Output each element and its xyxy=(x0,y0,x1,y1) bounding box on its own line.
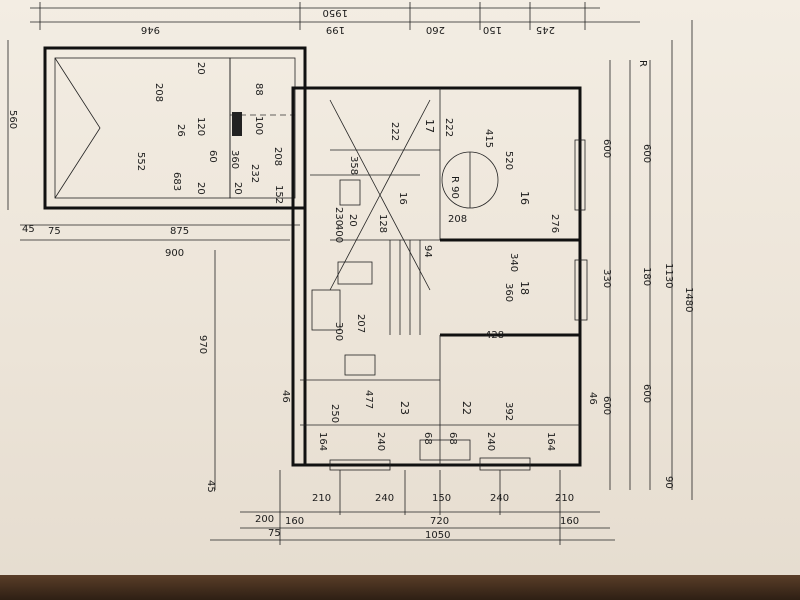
left-dimensions: 560 45 75 875 900 970 45 xyxy=(7,110,216,493)
room-dim-9: 428 xyxy=(485,330,504,341)
dim-right-1: 600 xyxy=(641,144,652,163)
dim-right-8: 90 xyxy=(663,476,674,489)
dim-top-1: 199 xyxy=(326,24,345,35)
garage-label-0: 208 xyxy=(153,83,164,102)
dim-right-0: 600 xyxy=(601,139,612,158)
right-dimensions: 600 600 330 180 1130 1480 600 600 90 R xyxy=(601,60,694,489)
room-dim-26: 94 xyxy=(422,245,433,258)
room-dim-20: 46 xyxy=(587,392,598,405)
room-dim-1: 520 xyxy=(503,151,514,170)
room-dim-28: 16 xyxy=(397,192,408,205)
garage-label-7: 683 xyxy=(171,172,182,191)
dim-bottom-10: 1050 xyxy=(425,530,450,541)
garage-label-14: 152 xyxy=(273,185,284,204)
dimension-lines xyxy=(7,2,693,545)
room-dim-6: 208 xyxy=(448,214,467,225)
dim-left-5: 970 xyxy=(197,335,208,354)
dim-bottom-3: 240 xyxy=(490,493,509,504)
room-dim-24: 207 xyxy=(355,314,366,333)
room-dim-21: 230 xyxy=(333,207,344,226)
dim-right-7: 600 xyxy=(641,384,652,403)
dim-left-2: 75 xyxy=(48,226,61,237)
bottom-dimensions: 210 240 150 240 210 160 720 160 200 75 1… xyxy=(255,493,579,541)
dim-bottom-6: 720 xyxy=(430,516,449,527)
dim-top-3: 150 xyxy=(483,24,502,35)
dim-left-4: 900 xyxy=(165,248,184,259)
dim-bottom-2: 150 xyxy=(432,493,451,504)
room-dim-19: 46 xyxy=(280,390,291,403)
room-18: 18 xyxy=(518,281,531,295)
dim-left-0: 560 xyxy=(7,110,18,129)
dim-left-1: 45 xyxy=(22,224,35,235)
room-17: 17 xyxy=(423,119,436,133)
dim-top-5: 1950 xyxy=(323,7,348,18)
dim-bottom-7: 160 xyxy=(560,516,579,527)
room-dim-8: 360 xyxy=(503,283,514,302)
room-dim-27: 20 xyxy=(347,214,358,227)
room-22: 22 xyxy=(460,401,473,415)
room-dim-25: 128 xyxy=(377,214,388,233)
dim-right-9: R xyxy=(637,60,648,67)
room-radius: R 90 xyxy=(449,176,460,199)
table-edge xyxy=(0,575,800,600)
room-dim-13: 164 xyxy=(317,432,328,451)
room-dim-10: 392 xyxy=(503,402,514,421)
room-dim-18: 164 xyxy=(545,432,556,451)
room-labels: 17 16 18 22 23 R 90 xyxy=(398,119,531,415)
room-dim-16: 68 xyxy=(447,432,458,445)
dim-top-2: 260 xyxy=(426,24,445,35)
room-dimensions: 415 520 222 222 358 276 208 340 360 428 … xyxy=(280,118,598,451)
garage-label-1: 88 xyxy=(253,83,264,96)
room-dim-5: 276 xyxy=(549,214,560,233)
garage-labels: 208 88 20 120 100 26 552 683 360 60 232 … xyxy=(135,62,284,204)
room-dim-22: 400 xyxy=(333,224,344,243)
garage-label-11: 208 xyxy=(272,147,283,166)
dim-right-6: 600 xyxy=(601,396,612,415)
room-dim-4: 358 xyxy=(348,156,359,175)
dim-right-5: 1480 xyxy=(683,287,694,312)
room-dim-15: 68 xyxy=(422,432,433,445)
room-dim-11: 477 xyxy=(363,390,374,409)
room-dim-23: 300 xyxy=(333,322,344,341)
garage-label-4: 100 xyxy=(253,116,264,135)
dim-right-2: 330 xyxy=(601,269,612,288)
room-16: 16 xyxy=(518,191,531,205)
dim-top-0: 946 xyxy=(141,24,160,35)
room-dim-7: 340 xyxy=(508,253,519,272)
garage-label-6: 552 xyxy=(135,152,146,171)
garage-label-13: 20 xyxy=(232,182,243,195)
house-walls xyxy=(291,86,588,471)
garage-label-12: 20 xyxy=(195,182,206,195)
dim-bottom-1: 240 xyxy=(375,493,394,504)
dim-left-6: 45 xyxy=(205,480,216,493)
room-dim-0: 415 xyxy=(483,129,494,148)
room-dim-2: 222 xyxy=(389,122,400,141)
garage-label-8: 360 xyxy=(229,150,240,169)
dim-bottom-5: 160 xyxy=(285,516,304,527)
dim-bottom-0: 210 xyxy=(312,493,331,504)
dim-bottom-8: 200 xyxy=(255,514,274,525)
dim-bottom-9: 75 xyxy=(268,528,281,539)
garage-label-9: 60 xyxy=(207,150,218,163)
garage-label-10: 232 xyxy=(249,164,260,183)
garage-label-3: 120 xyxy=(195,117,206,136)
dim-bottom-4: 210 xyxy=(555,493,574,504)
garage-label-2: 20 xyxy=(195,62,206,75)
room-dim-3: 222 xyxy=(443,118,454,137)
dim-top-4: 245 xyxy=(536,24,555,35)
top-dimensions: 946 199 260 150 245 1950 xyxy=(141,7,555,35)
dim-left-3: 875 xyxy=(170,226,189,237)
room-dim-14: 240 xyxy=(375,432,386,451)
room-23: 23 xyxy=(398,401,411,415)
garage-label-5: 26 xyxy=(175,124,186,137)
dim-right-3: 180 xyxy=(641,267,652,286)
room-dim-12: 250 xyxy=(329,404,340,423)
dim-right-4: 1130 xyxy=(663,263,674,288)
room-dim-17: 240 xyxy=(485,432,496,451)
